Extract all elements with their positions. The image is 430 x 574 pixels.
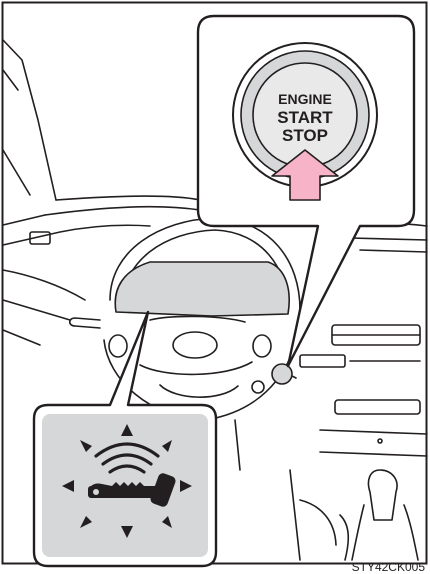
button-label-line1: ENGINE xyxy=(278,91,332,107)
engine-switch-location xyxy=(272,364,292,384)
button-label-line3: STOP xyxy=(282,126,328,145)
figure-code: STY42CK005 xyxy=(352,560,426,574)
button-label-line2: START xyxy=(277,108,333,127)
instrument-cluster xyxy=(115,262,289,316)
